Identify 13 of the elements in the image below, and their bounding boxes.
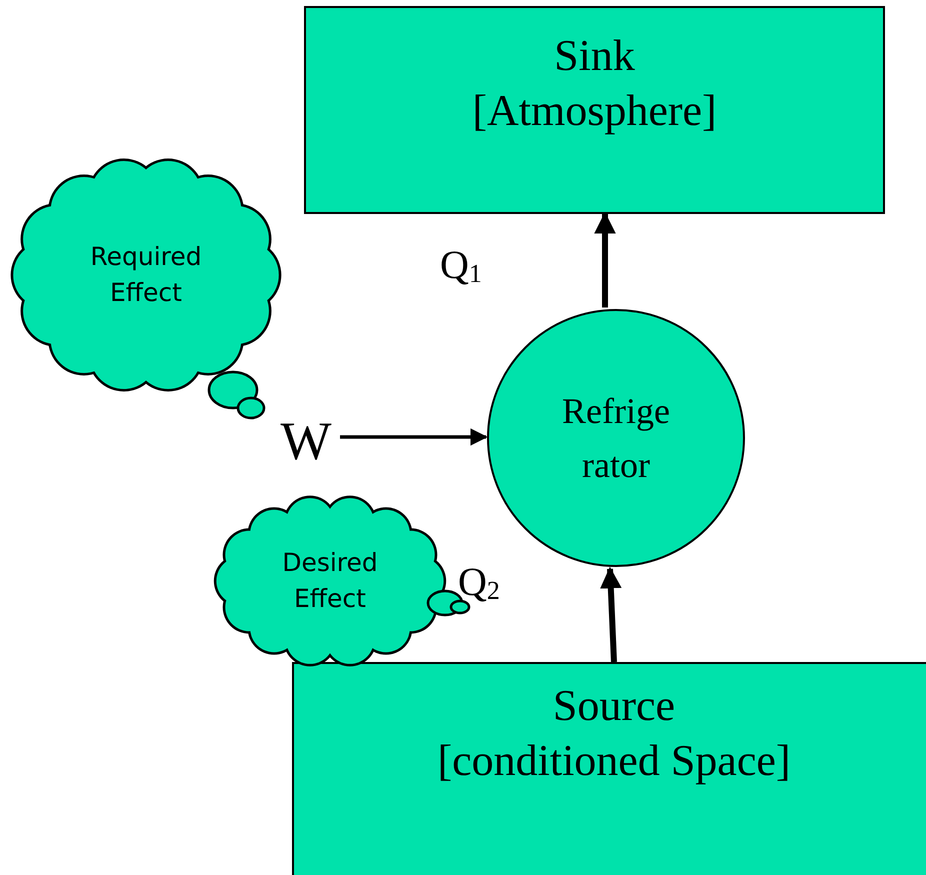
edge-label: Q$_{2}$: [458, 562, 500, 604]
work-label: W: [280, 410, 332, 472]
source-box: [292, 662, 926, 875]
cloud-text: Required Effect: [89, 240, 203, 309]
node-text: Source [conditioned Space]: [436, 680, 792, 787]
arrow: [594, 212, 616, 308]
arrow: [600, 566, 622, 662]
sink-box: [304, 6, 885, 214]
arrow: [340, 428, 488, 446]
edge-label: Q$_{1}$: [440, 245, 482, 287]
cloud-text: Desired Effect: [281, 546, 379, 615]
node-text: Refrige rator: [561, 390, 671, 487]
node-text: Sink [Atmosphere]: [471, 30, 718, 137]
